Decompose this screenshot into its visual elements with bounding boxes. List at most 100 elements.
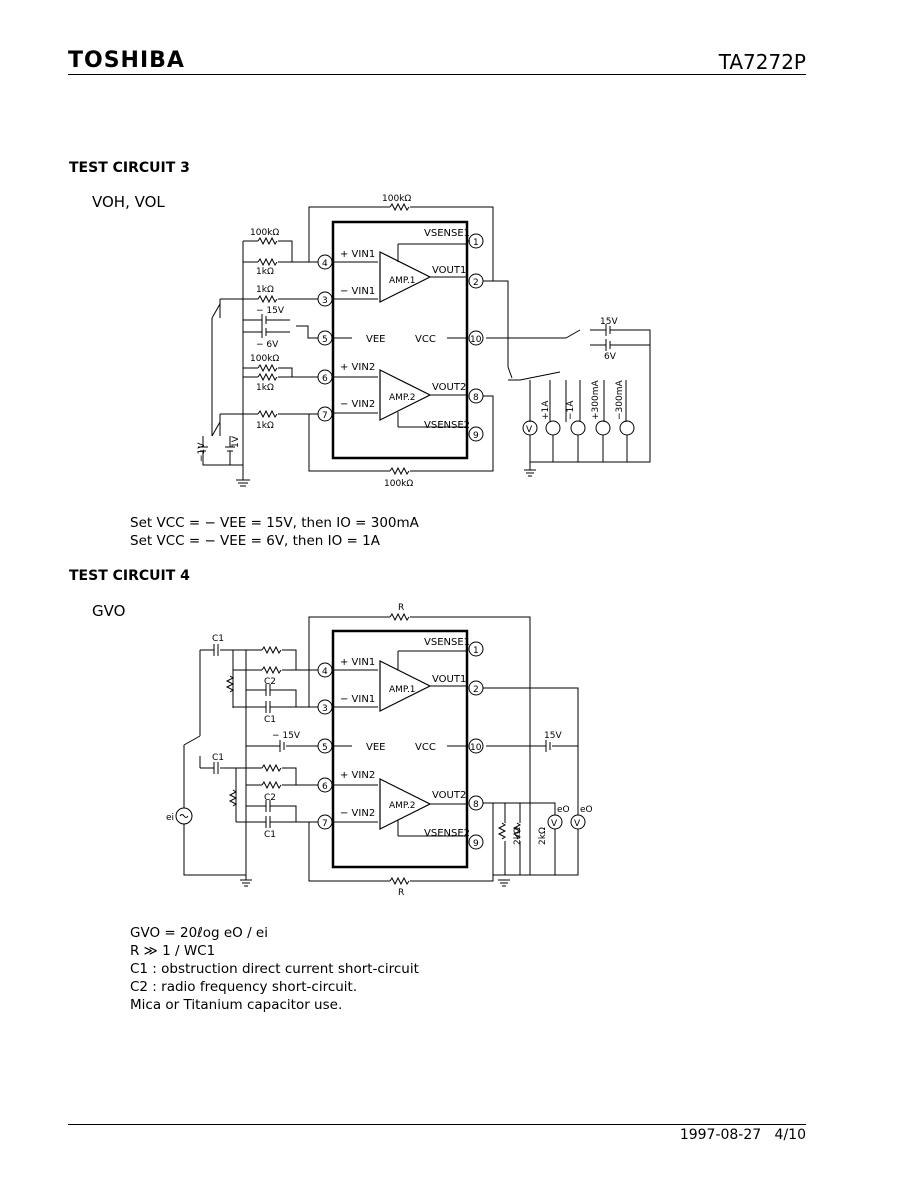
v-m15-label: − 15V bbox=[256, 306, 285, 316]
eo2-label: eO bbox=[580, 805, 593, 815]
pin4-vout2-label: VOUT2 bbox=[432, 790, 466, 801]
pin4-vee-label: VEE bbox=[366, 742, 385, 753]
brand-logo: TOSHIBA bbox=[68, 48, 185, 73]
pin-vee-label: VEE bbox=[366, 334, 385, 345]
pin-vout1-label: VOUT1 bbox=[432, 265, 466, 276]
pin4-9: 9 bbox=[473, 839, 479, 849]
circuit4-note-2: R ≫ 1 / WC1 bbox=[130, 943, 216, 959]
r100k-1-label: 100kΩ bbox=[250, 228, 279, 238]
circuit3-note-2: Set VCC = − VEE = 6V, then IO = 1A bbox=[130, 533, 380, 549]
pin4-2: 2 bbox=[473, 685, 479, 695]
footer-date: 1997-08-27 bbox=[679, 1127, 762, 1143]
i3-label: +300mA bbox=[591, 380, 601, 420]
i1-label: +1A bbox=[541, 400, 551, 420]
pin4-vin1p-label: + VIN1 bbox=[340, 657, 375, 668]
pin-4: 4 bbox=[322, 259, 328, 269]
pin4-4: 4 bbox=[322, 667, 328, 677]
v-m1-label: −1V bbox=[197, 442, 207, 462]
pin-vin2m-label: − VIN2 bbox=[340, 399, 375, 410]
pin4-vin2p-label: + VIN2 bbox=[340, 770, 375, 781]
header-divider bbox=[68, 74, 806, 75]
r-bot-label: R bbox=[398, 888, 404, 898]
circuit4-label: GVO bbox=[92, 602, 126, 620]
c2b-label: C2 bbox=[264, 793, 276, 803]
circuit4-note-4: C2 : radio frequency short-circuit. bbox=[130, 979, 358, 995]
part-number: TA7272P bbox=[718, 50, 806, 74]
footer: 1997-08-27 4/10 bbox=[680, 1127, 806, 1143]
c1c-label: C1 bbox=[212, 753, 224, 763]
pin-vin1m-label: − VIN1 bbox=[340, 286, 375, 297]
r1k-2-label: 1kΩ bbox=[256, 285, 274, 295]
pin4-vout1-label: VOUT1 bbox=[432, 674, 466, 685]
v2-label: V bbox=[574, 819, 581, 829]
eo1-label: eO bbox=[557, 805, 570, 815]
pin4-5: 5 bbox=[322, 743, 328, 753]
pin-2: 2 bbox=[473, 278, 479, 288]
pin-sense1-label: VSENSE1 bbox=[424, 228, 470, 239]
pin4-8: 8 bbox=[473, 800, 479, 810]
pin-1: 1 bbox=[473, 238, 479, 248]
pin-5: 5 bbox=[322, 335, 328, 345]
r1k-4-label: 1kΩ bbox=[256, 421, 274, 431]
pin4-sense1-label: VSENSE1 bbox=[424, 637, 470, 648]
pin-vin1p-label: + VIN1 bbox=[340, 249, 375, 260]
pin4-sense2-label: VSENSE2 bbox=[424, 828, 470, 839]
i4-label: −300mA bbox=[615, 380, 625, 420]
pin-vin2p-label: + VIN2 bbox=[340, 362, 375, 373]
pin-vout2-label: VOUT2 bbox=[432, 382, 466, 393]
r-top-label: R bbox=[398, 603, 404, 613]
c1d-label: C1 bbox=[264, 830, 276, 840]
pin-7: 7 bbox=[322, 411, 328, 421]
amp1b-label: AMP.1 bbox=[389, 685, 416, 695]
amp2b-label: AMP.2 bbox=[389, 801, 416, 811]
v-m6-label: − 6V bbox=[256, 340, 279, 350]
r2k1-label: 2kΩ bbox=[513, 827, 523, 845]
pin-9: 9 bbox=[473, 431, 479, 441]
pin-6: 6 bbox=[322, 374, 328, 384]
test-circuit-3-title: TEST CIRCUIT 3 bbox=[69, 160, 190, 176]
pin-3: 3 bbox=[322, 296, 328, 306]
circuit4-note-3: C1 : obstruction direct current short-ci… bbox=[130, 961, 419, 977]
pin-vcc-label: VCC bbox=[415, 334, 436, 345]
v1-label: V bbox=[551, 819, 558, 829]
v-1-label: 1V bbox=[231, 435, 241, 448]
fb-top-label: 100kΩ bbox=[382, 194, 411, 204]
circuit3-note-1: Set VCC = − VEE = 15V, then IO = 300mA bbox=[130, 515, 419, 531]
vcc-source-label: 15V bbox=[544, 731, 562, 741]
circuit4-note-5: Mica or Titanium capacitor use. bbox=[130, 997, 343, 1013]
vee-source-label: − 15V bbox=[272, 731, 301, 741]
pin4-vcc-label: VCC bbox=[415, 742, 436, 753]
amp1-label: AMP.1 bbox=[389, 276, 416, 286]
c1b-label: C1 bbox=[264, 715, 276, 725]
pin4-1: 1 bbox=[473, 646, 479, 656]
pin4-3: 3 bbox=[322, 704, 328, 714]
pin4-vin2m-label: − VIN2 bbox=[340, 808, 375, 819]
test-circuit-4-title: TEST CIRCUIT 4 bbox=[69, 568, 190, 584]
src-15-label: 15V bbox=[600, 317, 618, 327]
r1k-3-label: 1kΩ bbox=[256, 383, 274, 393]
r2k2-label: 2kΩ bbox=[538, 827, 548, 845]
footer-page: 4/10 bbox=[774, 1127, 806, 1143]
pin4-7: 7 bbox=[322, 819, 328, 829]
c2a-label: C2 bbox=[264, 677, 276, 687]
c1a-label: C1 bbox=[212, 634, 224, 644]
ei-label: ei bbox=[166, 813, 174, 823]
r1k-1-label: 1kΩ bbox=[256, 267, 274, 277]
fb-bot-label: 100kΩ bbox=[384, 479, 413, 489]
pin-sense2-label: VSENSE2 bbox=[424, 420, 470, 431]
voltmeter-label: V bbox=[526, 425, 533, 435]
pin-8: 8 bbox=[473, 393, 479, 403]
pin-10: 10 bbox=[470, 335, 482, 345]
r100k-2-label: 100kΩ bbox=[250, 354, 279, 364]
circuit3-label: VOH, VOL bbox=[92, 193, 165, 211]
src-6-label: 6V bbox=[604, 352, 617, 362]
circuit4-note-1: GVO = 20ℓog eO / ei bbox=[130, 925, 268, 941]
footer-divider bbox=[68, 1124, 806, 1125]
pin4-10: 10 bbox=[470, 743, 482, 753]
amp2-label: AMP.2 bbox=[389, 393, 416, 403]
pin4-vin1m-label: − VIN1 bbox=[340, 694, 375, 705]
pin4-6: 6 bbox=[322, 782, 328, 792]
i2-label: −1A bbox=[566, 400, 576, 420]
